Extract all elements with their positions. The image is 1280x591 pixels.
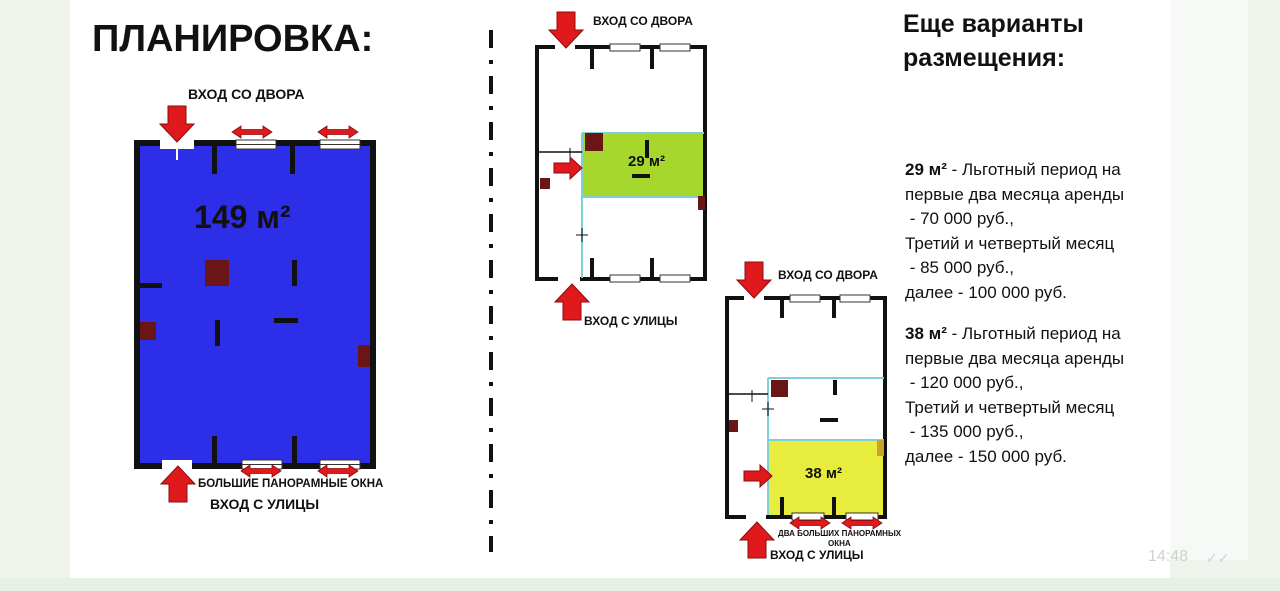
variant-38-area <box>768 440 884 515</box>
offer-38-line4: Третий и четвертый месяц <box>905 397 1115 417</box>
options-title-2: размещения: <box>903 44 1066 72</box>
entrance-arrow-top <box>159 105 195 143</box>
entrance-arrow-bottom <box>160 465 196 503</box>
page-title: ПЛАНИРОВКА: <box>92 18 374 60</box>
offer-29-line6: далее - 100 000 руб. <box>905 282 1067 302</box>
main-area-label: 149 м² <box>194 199 291 235</box>
column <box>358 345 370 367</box>
variant-38-plan <box>725 261 887 559</box>
variant-38-top-entrance-label: ВХОД СО ДВОРА <box>778 268 878 282</box>
message-time: 14:48 <box>1148 548 1189 565</box>
options-title-1: Еще варианты <box>903 10 1084 38</box>
variant-29-area-label: 29 м² <box>628 153 665 170</box>
variant-29-top-entrance-label: ВХОД СО ДВОРА <box>593 14 693 28</box>
offer-38-line6: далее - 150 000 руб. <box>905 446 1067 466</box>
variant-38-area-label: 38 м² <box>805 465 842 482</box>
variant-38-windows-label-2: ОКНА <box>828 539 851 548</box>
offer-38-area: 38 м² <box>905 324 947 343</box>
offer-38-line5: - 135 000 руб., <box>905 422 1024 441</box>
offer-29-line2: первые два месяца аренды <box>905 184 1125 204</box>
main-bottom-entrance-label: ВХОД С УЛИЦЫ <box>210 496 320 512</box>
offer-29-line1: - Льготный период на <box>946 160 1121 179</box>
main-plan <box>134 105 376 503</box>
column <box>205 260 229 286</box>
offer-29-line5: - 85 000 руб., <box>905 258 1014 277</box>
offer-29-line3: - 70 000 руб., <box>905 209 1014 228</box>
column <box>140 322 156 340</box>
offer-38-line3: - 120 000 руб., <box>905 373 1024 392</box>
variant-38-bottom-entrance-label: ВХОД С УЛИЦЫ <box>770 548 864 562</box>
offer-38: 38 м² - Льготный период на первые два ме… <box>905 322 1124 469</box>
variant-29-arrow-top <box>548 11 584 49</box>
main-top-entrance-label: ВХОД СО ДВОРА <box>188 86 305 102</box>
variant-38-arrow-top <box>736 261 772 299</box>
variant-29-arrow-inner <box>553 156 583 180</box>
variant-29-plan <box>535 11 707 321</box>
door-bottom <box>162 460 192 469</box>
variant-38-windows-label-1: ДВА БОЛЬШИХ ПАНОРАМНЫХ <box>778 529 902 538</box>
offer-29-line4: Третий и четвертый месяц <box>905 233 1115 253</box>
offer-29: 29 м² - Льготный период на первые два ме… <box>905 158 1124 305</box>
side-strip <box>1170 0 1248 560</box>
offer-29-area: 29 м² <box>905 160 947 179</box>
read-ticks-icon: ✓✓ <box>1206 550 1230 566</box>
offer-38-line1: - Льготный период на <box>946 324 1121 343</box>
window-arrow <box>231 125 273 139</box>
door-top <box>160 140 194 149</box>
offer-38-line2: первые два месяца аренды <box>905 348 1125 368</box>
bottom-edge <box>0 578 1280 591</box>
main-plan-area <box>140 146 370 463</box>
variant-38-arrow-bottom <box>739 521 775 559</box>
variant-29-bottom-entrance-label: ВХОД С УЛИЦЫ <box>584 314 678 328</box>
window-arrow <box>317 125 359 139</box>
main-windows-label: БОЛЬШИЕ ПАНОРАМНЫЕ ОКНА <box>198 478 384 490</box>
